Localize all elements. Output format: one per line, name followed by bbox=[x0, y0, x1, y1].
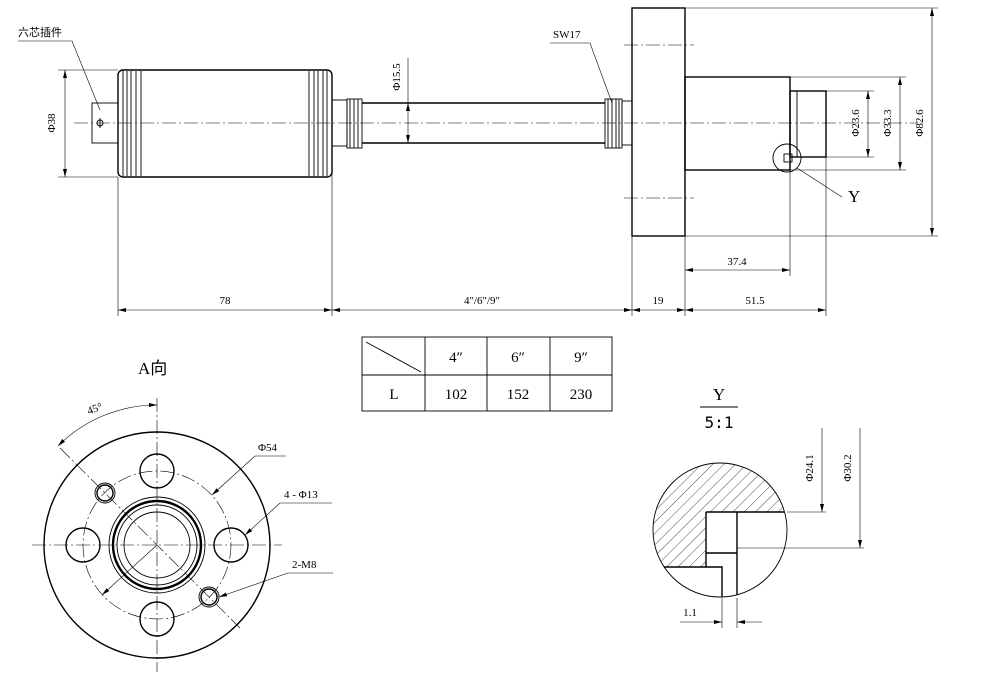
outer-diameter-label: Φ30.2 bbox=[842, 454, 854, 481]
dim-gap: 1.1 bbox=[680, 598, 762, 628]
hole-callout: 4 - Φ13 bbox=[244, 489, 332, 536]
end-length-label: 51.5 bbox=[745, 295, 765, 307]
rod-diameter-label: Φ15.5 bbox=[391, 63, 403, 91]
table-cell: 102 bbox=[445, 387, 468, 403]
table-corner-diagonal bbox=[365, 341, 422, 373]
table-header-cell: 4″ bbox=[449, 350, 463, 366]
sensor-body bbox=[117, 69, 333, 178]
dim-angle: 45° bbox=[57, 401, 158, 447]
bolt-circle-label: Φ54 bbox=[258, 442, 278, 454]
connector-leader bbox=[18, 40, 101, 111]
housing-diameter-label: Φ33.3 bbox=[882, 109, 894, 137]
view-a-centerline-diag bbox=[59, 447, 241, 629]
dim-inner-diameter: Φ24.1 bbox=[787, 428, 826, 513]
wrench-size-label: SW17 bbox=[553, 29, 581, 41]
through-holes bbox=[65, 453, 249, 637]
flange-diameter-label: Φ82.6 bbox=[914, 109, 926, 137]
table-cell: 230 bbox=[570, 387, 593, 403]
bolt-circle bbox=[82, 470, 232, 620]
rear-housing bbox=[684, 76, 827, 171]
mounting-flange bbox=[624, 7, 694, 237]
main-view: 六芯插件 bbox=[18, 7, 938, 316]
table-header-cell: 9″ bbox=[574, 350, 588, 366]
body-diameter-label: Φ38 bbox=[46, 113, 58, 133]
dim-rod-diameter: Φ15.5 bbox=[391, 58, 410, 143]
detail-marker-label: Y bbox=[848, 187, 860, 206]
rod-length-label: 4"/6"/9" bbox=[464, 295, 500, 307]
detail-boundary bbox=[652, 462, 788, 598]
table-row-label: L bbox=[389, 387, 398, 403]
threads-label: 2-M8 bbox=[292, 559, 317, 571]
dim-bolt-circle: Φ54 bbox=[101, 442, 286, 596]
flange-length-label: 19 bbox=[653, 295, 665, 307]
thread-callout: 2-M8 bbox=[218, 559, 333, 598]
dim-body-diameter: Φ38 bbox=[46, 69, 118, 178]
dim-housing-diameter: Φ33.3 bbox=[790, 76, 906, 171]
detail-y-marker: Y bbox=[772, 143, 860, 206]
table-header-cell: 6″ bbox=[511, 350, 525, 366]
table-cell: 152 bbox=[507, 387, 530, 403]
center-bore bbox=[108, 496, 206, 594]
view-a-title: A向 bbox=[138, 359, 167, 378]
wrench-size-callout: SW17 bbox=[550, 29, 613, 104]
gap-label: 1.1 bbox=[683, 607, 697, 619]
holes-label: 4 - Φ13 bbox=[284, 489, 318, 501]
stub-diameter-label: Φ23.6 bbox=[850, 109, 862, 137]
flange-outline bbox=[43, 431, 271, 659]
dim-stub-diameter: Φ23.6 bbox=[826, 90, 874, 158]
body-length-label: 78 bbox=[220, 295, 232, 307]
detail-y-scale: 5:1 bbox=[705, 413, 734, 432]
inner-diameter-label: Φ24.1 bbox=[804, 454, 816, 481]
housing-length-label: 37.4 bbox=[727, 256, 747, 268]
connector-label: 六芯插件 bbox=[18, 25, 62, 39]
view-a: A向 45° bbox=[32, 359, 333, 672]
dim-lengths: 78 4"/6"/9" 19 51.5 37.4 bbox=[117, 148, 827, 316]
angle-label: 45° bbox=[86, 401, 105, 418]
detail-y-label: Y bbox=[713, 385, 725, 404]
detail-y: Y 5:1 Φ24.1 Φ30.2 1.1 bbox=[652, 385, 864, 628]
dim-flange-diameter: Φ82.6 bbox=[685, 7, 938, 237]
dim-outer-diameter: Φ30.2 bbox=[737, 428, 864, 549]
stroke-table: 4″ 6″ 9″ L 102 152 230 bbox=[361, 336, 613, 412]
sensor-rod bbox=[331, 98, 633, 149]
section-outline bbox=[653, 511, 787, 597]
